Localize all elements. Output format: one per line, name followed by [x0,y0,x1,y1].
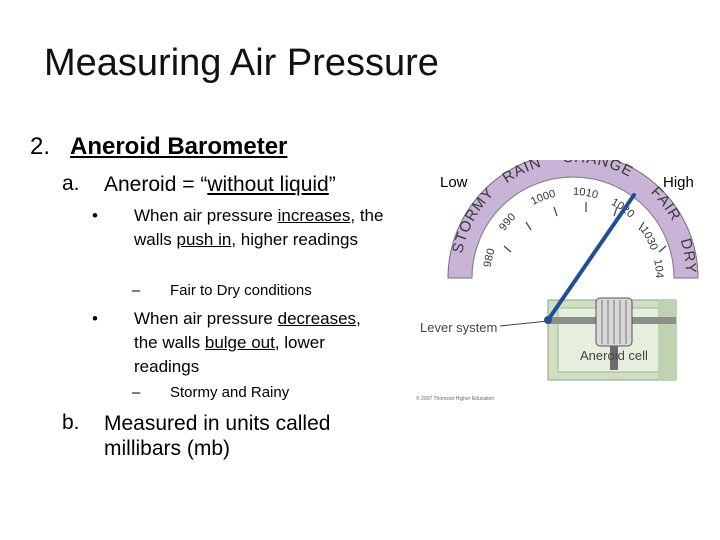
slide-title: Measuring Air Pressure [44,42,439,84]
item-a-letter: a. [62,172,80,195]
bullet-decrease-text: When air pressure decreases, the walls b… [134,309,361,376]
item-a-text: Aneroid = “without liquid” [104,173,336,196]
section-heading: 2. Aneroid Barometer [30,133,287,161]
arc-word: DRY [677,237,698,275]
sub-fair-dry-text: Fair to Dry conditions [170,282,312,299]
bullet-dot: • [92,206,98,225]
scale-value: 1010 [573,186,600,201]
item-a-underlined: without liquid [207,173,329,196]
svg-text:990: 990 [497,211,518,233]
item-b-letter: b. [62,411,80,434]
svg-text:980: 980 [482,247,498,268]
aneroid-cell [595,297,633,370]
svg-text:1030: 1030 [638,224,660,252]
label-low: Low [440,174,468,191]
section-heading-text: Aneroid Barometer [70,133,288,160]
svg-text:DRY: DRY [677,237,699,275]
section-number: 2. [30,133,51,160]
cell-label: Aneroid cell [580,348,648,363]
scale-value: 1000 [529,188,557,208]
sub-stormy-rainy-text: Stormy and Rainy [170,384,290,401]
dash-mark: – [132,282,141,299]
dial-ticks [503,202,667,253]
scale-value: 980 [482,247,498,268]
label-high: High [663,174,694,191]
scale-value: 1030 [638,224,660,252]
bullet-dot: • [92,309,98,328]
svg-text:1000: 1000 [529,188,557,208]
scale-value: 990 [497,211,518,233]
barometer-needle [546,193,636,322]
dash-mark: – [132,384,141,401]
copyright-text: © 2007 Thomson Higher Education [416,395,494,402]
barometer-diagram: STORMY RAIN CHANGE FAIR DRY 980 990 1000… [408,160,699,402]
bullet-increase-text: When air pressure increases, the walls p… [134,206,384,249]
svg-text:1010: 1010 [573,186,600,201]
lever-label: Lever system [420,320,497,335]
